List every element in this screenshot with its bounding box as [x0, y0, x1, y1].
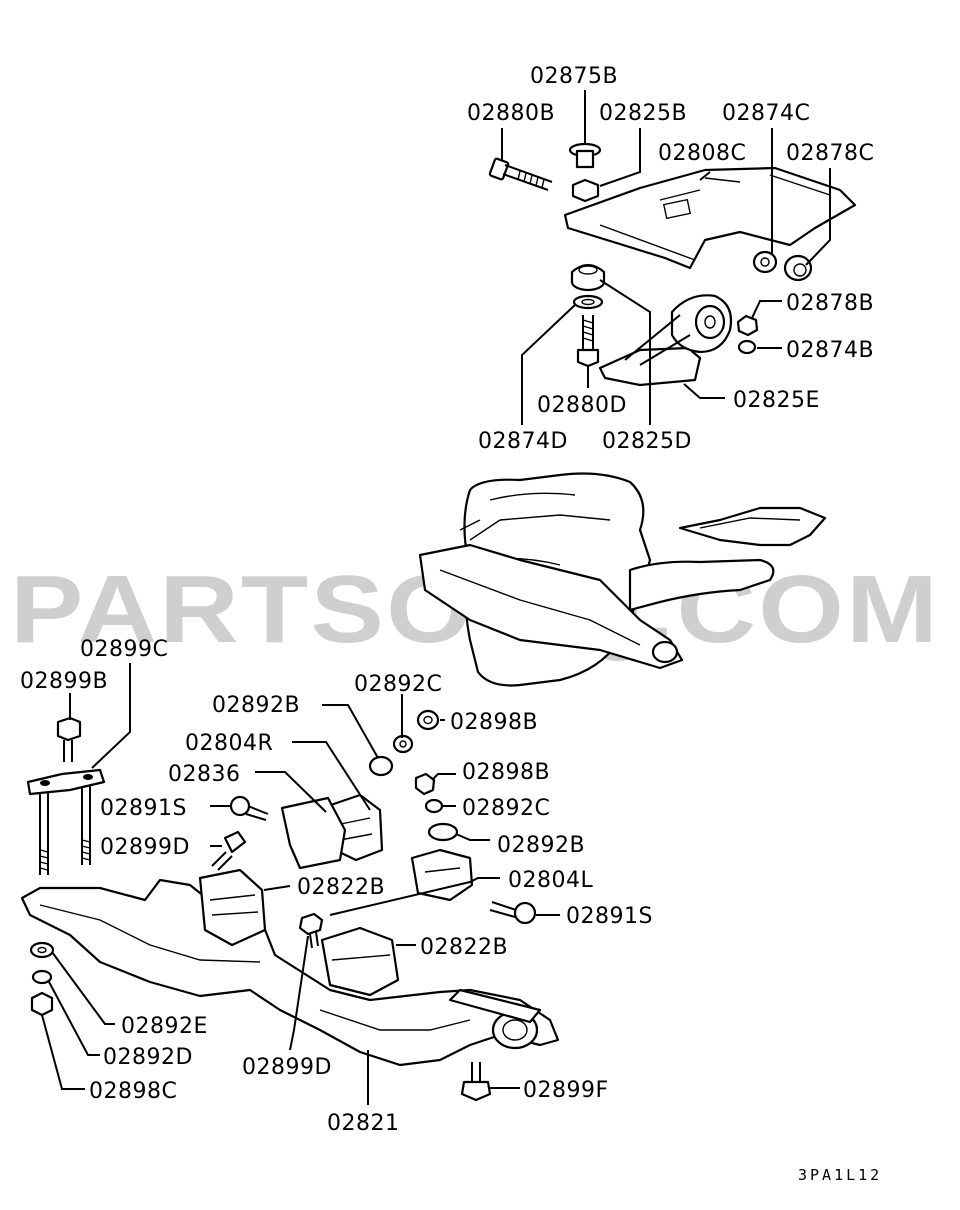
bolt-02891S-left[interactable] — [229, 795, 269, 821]
washer-02892B-upper[interactable] — [368, 755, 394, 777]
callout-02892B-upper[interactable]: 02892B — [212, 693, 300, 718]
callout-02892C-lower[interactable]: 02892C — [462, 796, 550, 821]
callout-02899D-upper[interactable]: 02899D — [100, 835, 190, 860]
callout-02891S-left[interactable]: 02891S — [100, 796, 187, 821]
washer-02892C-upper[interactable] — [392, 734, 414, 754]
callout-02804L[interactable]: 02804L — [508, 868, 593, 893]
callout-02892B-lower[interactable]: 02892B — [497, 833, 585, 858]
nut-02898C[interactable] — [30, 991, 54, 1017]
washer-02892C-lower[interactable] — [424, 798, 444, 814]
washer-02892E[interactable] — [29, 941, 55, 959]
callout-02899B[interactable]: 02899B — [20, 669, 108, 694]
heat-shield-02836[interactable] — [280, 796, 347, 870]
callout-02822B-left[interactable]: 02822B — [297, 875, 385, 900]
nut-02898B-upper[interactable] — [416, 709, 440, 731]
bolt-02891S-right[interactable] — [489, 901, 537, 925]
mount-02825E[interactable] — [598, 294, 733, 387]
callout-02899F[interactable]: 02899F — [523, 1078, 609, 1103]
callout-02878B[interactable]: 02878B — [786, 291, 874, 316]
washer-02892D[interactable] — [31, 969, 53, 985]
callout-02878C[interactable]: 02878C — [786, 141, 874, 166]
washer-02874D[interactable] — [572, 294, 604, 310]
nut-02878B[interactable] — [736, 314, 759, 337]
callout-02836[interactable]: 02836 — [168, 762, 241, 787]
callout-02891S-right[interactable]: 02891S — [566, 904, 653, 929]
callout-02899D-lower[interactable]: 02899D — [242, 1055, 332, 1080]
callout-02804R[interactable]: 02804R — [185, 731, 273, 756]
callout-labels: 02875B 02880B 02825B 02874C 02808C 02878… — [20, 64, 874, 1136]
bolt-02899F[interactable] — [460, 1062, 492, 1102]
callout-02821[interactable]: 02821 — [327, 1111, 400, 1136]
nut-02825B[interactable] — [571, 178, 600, 203]
callout-02898B-lower[interactable]: 02898B — [462, 760, 550, 785]
callout-02825D[interactable]: 02825D — [602, 429, 692, 454]
callout-02892D[interactable]: 02892D — [103, 1045, 193, 1070]
callout-02874C[interactable]: 02874C — [722, 101, 810, 126]
callout-02899C[interactable]: 02899C — [80, 637, 168, 662]
bolt-02899D-lower[interactable] — [298, 912, 324, 949]
callout-02875B[interactable]: 02875B — [530, 64, 618, 89]
callout-02822B-right[interactable]: 02822B — [420, 935, 508, 960]
nut-02898B-lower[interactable] — [414, 772, 436, 796]
callout-02880B[interactable]: 02880B — [467, 101, 555, 126]
crossmember-assembly — [20, 709, 560, 1102]
callout-02874D[interactable]: 02874D — [478, 429, 568, 454]
bolt-02899D-upper[interactable] — [211, 830, 247, 871]
washer-02874C[interactable] — [752, 250, 778, 274]
washer-02874B[interactable] — [737, 339, 757, 355]
insulator-02822B-left[interactable] — [198, 868, 267, 947]
callout-02825E[interactable]: 02825E — [733, 388, 820, 413]
bolt-02899B[interactable] — [56, 716, 82, 762]
transmission-mount-assembly — [488, 142, 857, 387]
washer-02892B-lower[interactable] — [427, 822, 459, 842]
callout-02898B-upper[interactable]: 02898B — [450, 710, 538, 735]
callout-02898C[interactable]: 02898C — [89, 1079, 177, 1104]
bolt-02875B[interactable] — [568, 142, 602, 169]
bolt-02880B[interactable] — [488, 157, 553, 191]
mount-bracket-02804L[interactable] — [410, 848, 474, 902]
mount-bracket-02808C[interactable] — [563, 166, 857, 270]
callout-02874B[interactable]: 02874B — [786, 338, 874, 363]
bolts-02899C[interactable] — [26, 768, 106, 875]
callout-02892E[interactable]: 02892E — [121, 1014, 208, 1039]
diagram-code: 3PA1L12 — [798, 1166, 882, 1184]
insulator-02822B-right[interactable] — [320, 926, 400, 997]
callout-02880D[interactable]: 02880D — [537, 393, 627, 418]
nut-02878C[interactable] — [783, 254, 813, 282]
callout-02825B[interactable]: 02825B — [599, 101, 687, 126]
engine-overview — [418, 472, 827, 687]
callout-02808C[interactable]: 02808C — [658, 141, 746, 166]
insulator-02825D[interactable] — [570, 263, 606, 292]
crossmember-02821[interactable] — [20, 878, 560, 1067]
leader-lines — [41, 90, 831, 1105]
callout-02892C-upper[interactable]: 02892C — [354, 672, 442, 697]
bolt-02880D[interactable] — [576, 315, 600, 368]
